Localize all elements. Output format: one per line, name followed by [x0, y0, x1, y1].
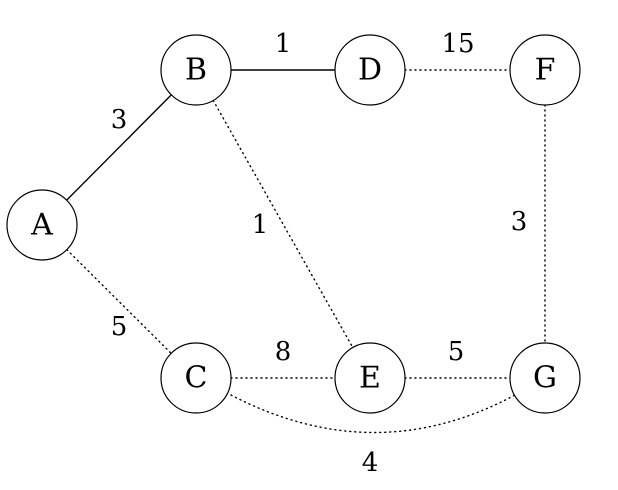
weight-label-a-b: 3 — [111, 105, 128, 135]
weight-label-b-d: 1 — [275, 29, 292, 59]
weight-label-f-g: 3 — [511, 207, 528, 237]
node-f: F — [509, 34, 581, 106]
node-c-circle — [160, 342, 232, 414]
weight-label-d-f: 15 — [441, 29, 474, 59]
weight-label-c-e: 8 — [275, 337, 292, 367]
node-f-label: F — [535, 53, 556, 88]
node-b-circle — [160, 34, 232, 106]
node-c: C — [160, 342, 232, 414]
node-d-label: D — [358, 53, 382, 88]
edge-a-c — [41, 224, 197, 379]
weight-label-c-g: 4 — [362, 448, 379, 478]
node-d-circle — [334, 34, 406, 106]
node-b: B — [160, 34, 232, 106]
weight-label-e-g: 5 — [448, 337, 465, 367]
node-e-label: E — [359, 361, 381, 396]
node-b-label: B — [185, 53, 207, 88]
node-c-label: C — [185, 361, 208, 396]
node-e-circle — [334, 342, 406, 414]
node-e: E — [334, 342, 406, 414]
node-g-label: G — [533, 361, 557, 396]
node-g: G — [509, 342, 581, 414]
node-g-circle — [509, 342, 581, 414]
weights-layer: 3 1 15 1 5 8 5 3 4 — [111, 29, 528, 478]
nodes-layer: A B C D E F G — [6, 34, 581, 414]
node-f-circle — [509, 34, 581, 106]
node-a-label: A — [30, 208, 53, 243]
node-a: A — [6, 189, 78, 261]
edge-c-g — [230, 394, 516, 434]
weight-label-a-c: 5 — [111, 312, 128, 342]
node-d: D — [334, 34, 406, 106]
edge-b-e — [195, 69, 371, 379]
edge-a-b — [41, 69, 197, 226]
weight-label-b-e: 1 — [252, 210, 269, 240]
node-a-circle — [6, 189, 78, 261]
